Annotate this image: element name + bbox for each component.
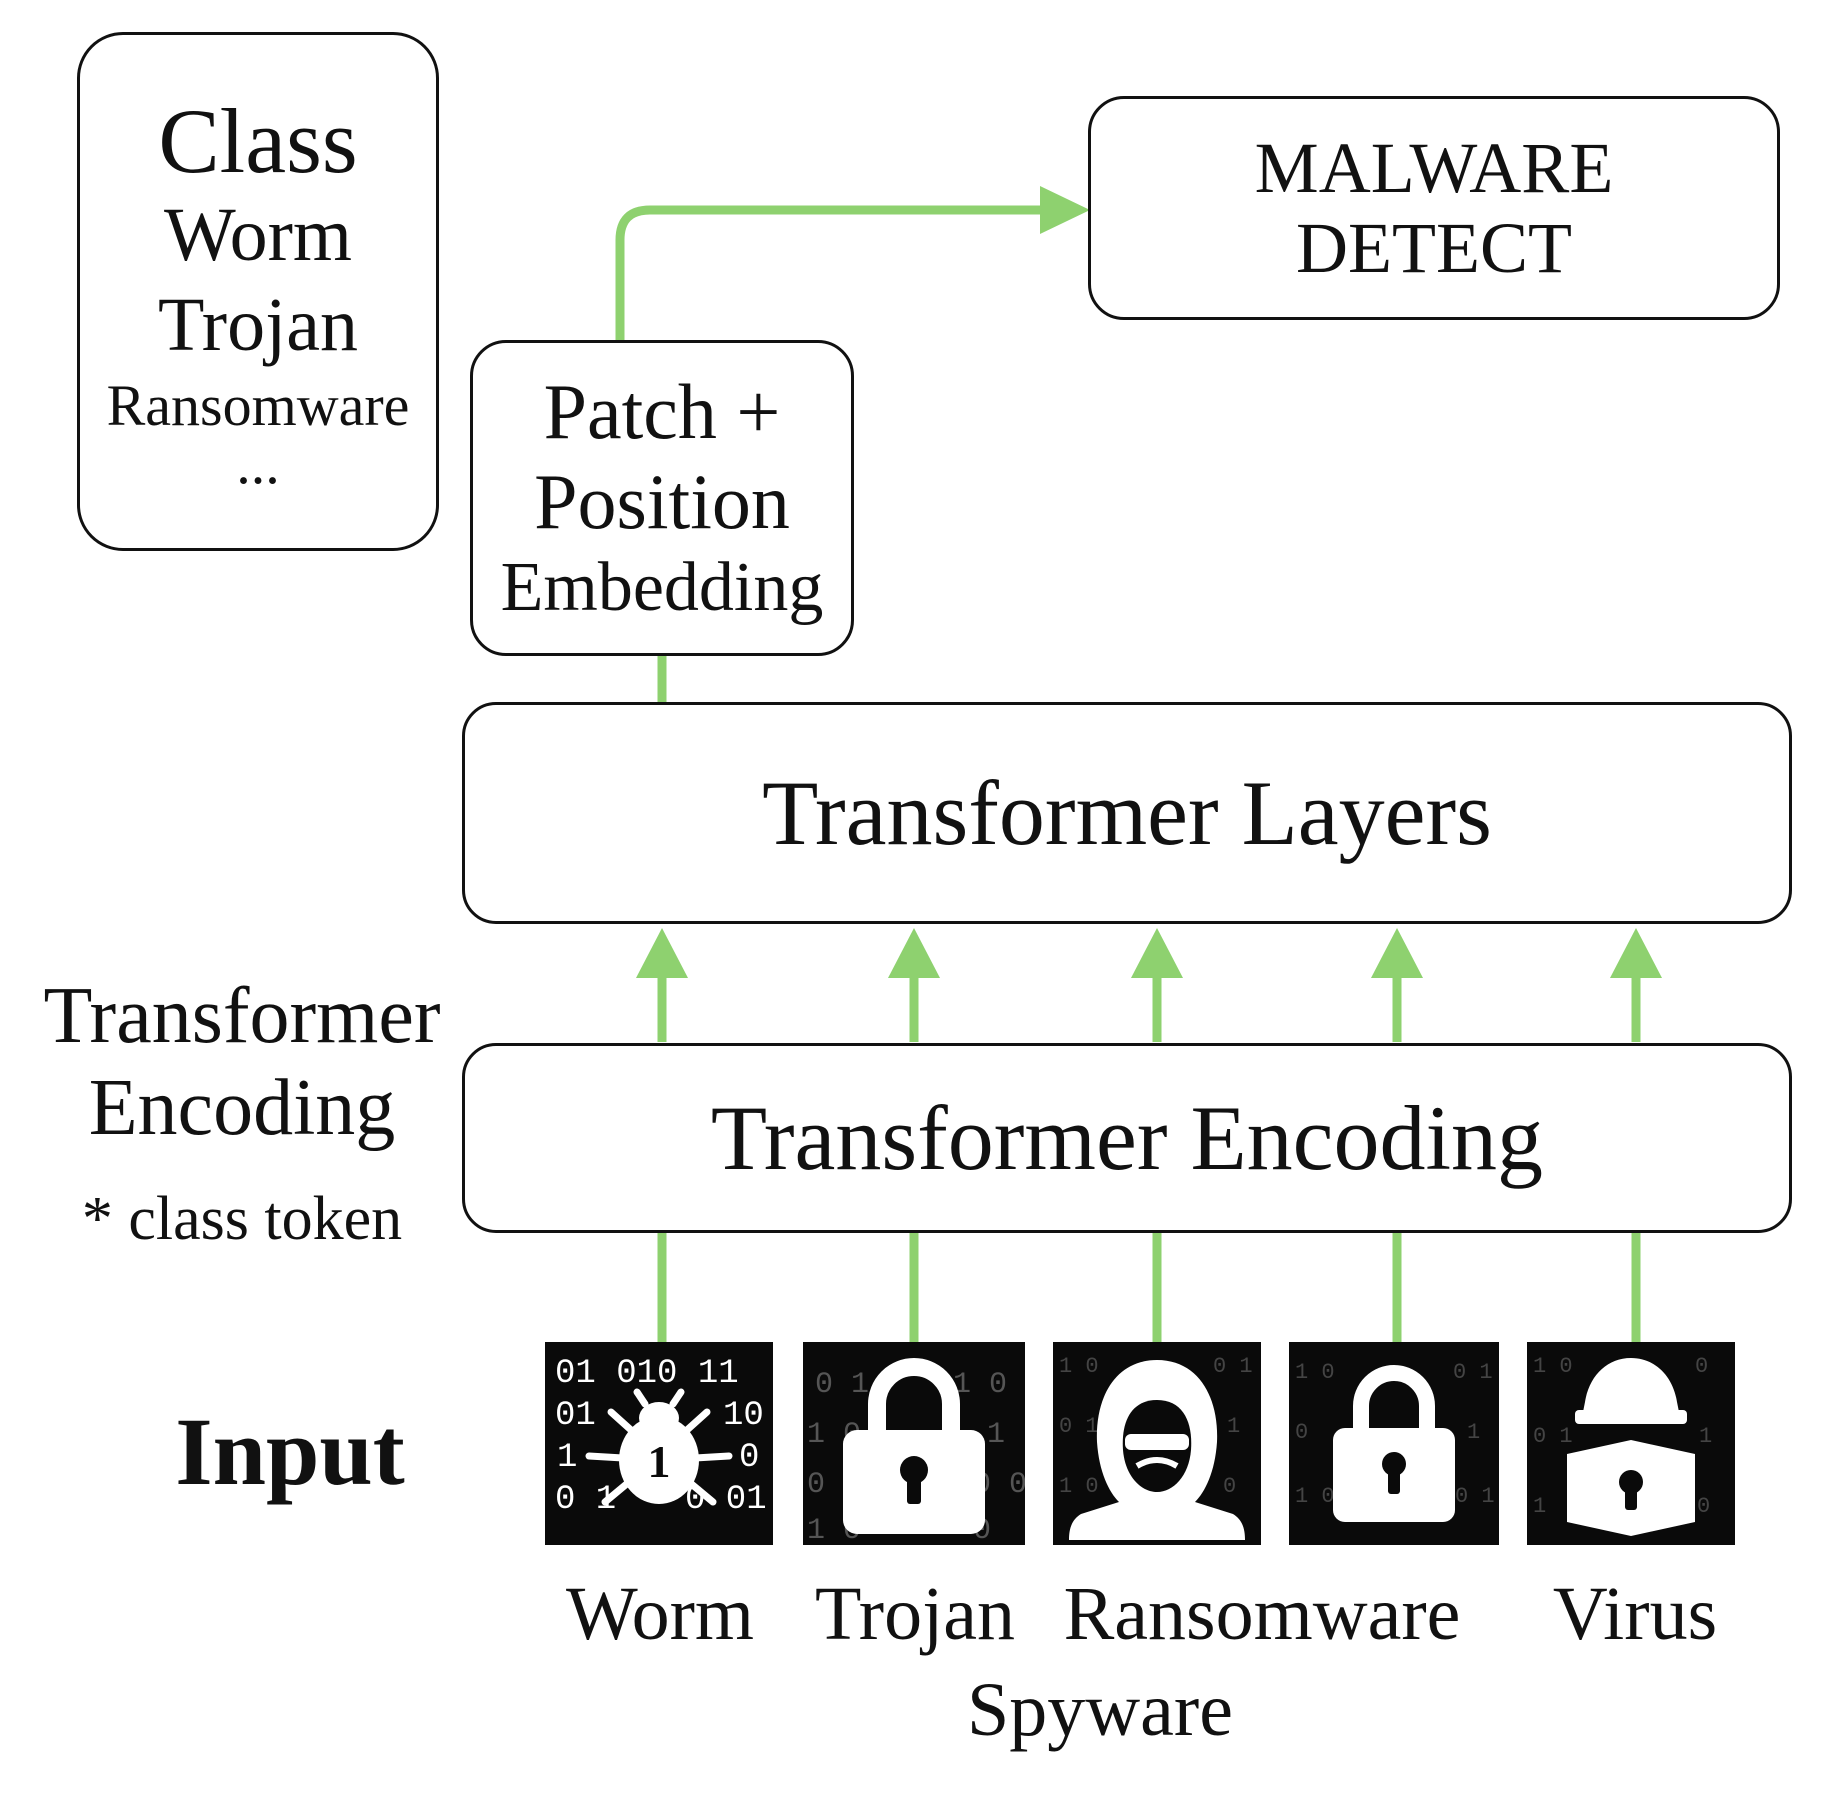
arrowhead-1 [636, 928, 688, 978]
virus-input-tile: 1 0 0 0 1 1 1 0 [1527, 1342, 1735, 1545]
padlock-icon: 1 0 0 1 0 1 1 0 0 1 [1295, 1360, 1495, 1522]
class-item-trojan: Trojan [158, 283, 358, 368]
svg-text:1: 1 [1227, 1414, 1240, 1439]
svg-text:1: 1 [987, 1418, 1005, 1452]
encoding-side-label-line1: Transformer [43, 972, 441, 1060]
encoding-side-label-line2: Encoding [88, 1064, 396, 1152]
embedding-line2: Position [534, 458, 790, 545]
malware-detect-box: MALWARE DETECT [1088, 96, 1780, 320]
worm-binary-row2b: 10 [723, 1397, 764, 1435]
svg-text:0: 0 [1695, 1354, 1708, 1379]
worm-binary-row2a: 01 [555, 1397, 596, 1435]
svg-text:1 0: 1 0 [1059, 1354, 1099, 1379]
trojan-input-tile: 0 11 0 0 1 01 0 10 0 1 00 [803, 1342, 1025, 1545]
svg-text:0: 0 [1223, 1474, 1236, 1499]
hacker-padlock-icon: 1 0 0 0 1 1 1 0 [1533, 1354, 1712, 1536]
detect-arrowhead [1040, 186, 1090, 234]
bug-icon: 01 010 11 01 10 1 0 0 1 0 01 1 [555, 1355, 767, 1519]
transformer-encoding-label: Transformer Encoding [710, 1087, 1544, 1189]
padlock-icon: 0 11 0 0 1 01 0 10 0 1 00 [807, 1358, 1025, 1545]
patch-position-embedding-box: Patch + Position Embedding [470, 340, 854, 656]
malware-detect-line2: DETECT [1296, 208, 1572, 288]
hooded-hacker-icon: 1 0 0 1 0 1 1 1 0 0 [1059, 1354, 1253, 1540]
class-token-label: * class token [81, 1185, 403, 1253]
detect-connector-arrow [615, 205, 1050, 345]
svg-text:0 1: 0 1 [1213, 1354, 1253, 1379]
class-item-ellipsis: ... [236, 431, 280, 497]
svg-text:0 1: 0 1 [815, 1368, 869, 1402]
input-label-trojan: Trojan [815, 1572, 1015, 1656]
ransomware-input-tile: 1 0 0 1 0 1 1 1 0 0 [1053, 1342, 1261, 1545]
input-label-ransomware: Ransomware [1063, 1572, 1461, 1656]
class-item-ransomware: Ransomware [106, 373, 410, 439]
class-list-box: Class Worm Trojan Ransomware ... [77, 32, 439, 551]
transformer-encoding-box: Transformer Encoding [462, 1043, 1792, 1233]
spyware-input-tile: 1 0 0 1 0 1 1 0 0 1 [1289, 1342, 1499, 1545]
embedding-line1: Patch + [543, 368, 781, 455]
class-item-worm: Worm [163, 193, 353, 278]
svg-text:1: 1 [1699, 1424, 1712, 1449]
malware-detect-line1: MALWARE [1254, 128, 1614, 208]
svg-text:0: 0 [1697, 1494, 1710, 1519]
input-label-virus: Virus [1552, 1572, 1718, 1656]
svg-text:1 0: 1 0 [1059, 1474, 1099, 1499]
embedding-line3: Embedding [500, 549, 824, 626]
svg-text:1: 1 [1467, 1420, 1480, 1445]
worm-binary-row3a: 1 [557, 1439, 577, 1477]
svg-text:0 1: 0 1 [1059, 1414, 1099, 1439]
svg-text:1 0: 1 0 [1295, 1484, 1335, 1509]
svg-text:0 1: 0 1 [1455, 1484, 1495, 1509]
input-label-worm: Worm [565, 1572, 755, 1656]
svg-text:1: 1 [1533, 1494, 1546, 1519]
svg-text:1 0: 1 0 [1295, 1360, 1335, 1385]
worm-input-tile: 01 010 11 01 10 1 0 0 1 0 01 1 [545, 1342, 773, 1545]
svg-text:1 0 0: 1 0 0 [953, 1368, 1025, 1402]
svg-text:0 1: 0 1 [1453, 1360, 1493, 1385]
worm-binary-row1: 01 010 11 [555, 1355, 739, 1393]
class-heading: Class [158, 90, 358, 193]
svg-text:0: 0 [1295, 1420, 1308, 1445]
bug-number: 1 [648, 1436, 671, 1487]
transformer-layers-box: Transformer Layers [462, 702, 1792, 924]
arrowhead-5 [1610, 928, 1662, 978]
transformer-layers-label: Transformer Layers [762, 762, 1492, 864]
svg-text:1 0: 1 0 [1533, 1354, 1573, 1379]
arrowhead-2 [888, 928, 940, 978]
svg-text:0 1: 0 1 [1533, 1424, 1573, 1449]
arrowhead-4 [1371, 928, 1423, 978]
input-label: Input [175, 1398, 405, 1505]
arrowhead-3 [1131, 928, 1183, 978]
input-label-spyware: Spyware [967, 1668, 1233, 1752]
worm-binary-row3b: 0 [739, 1439, 759, 1477]
